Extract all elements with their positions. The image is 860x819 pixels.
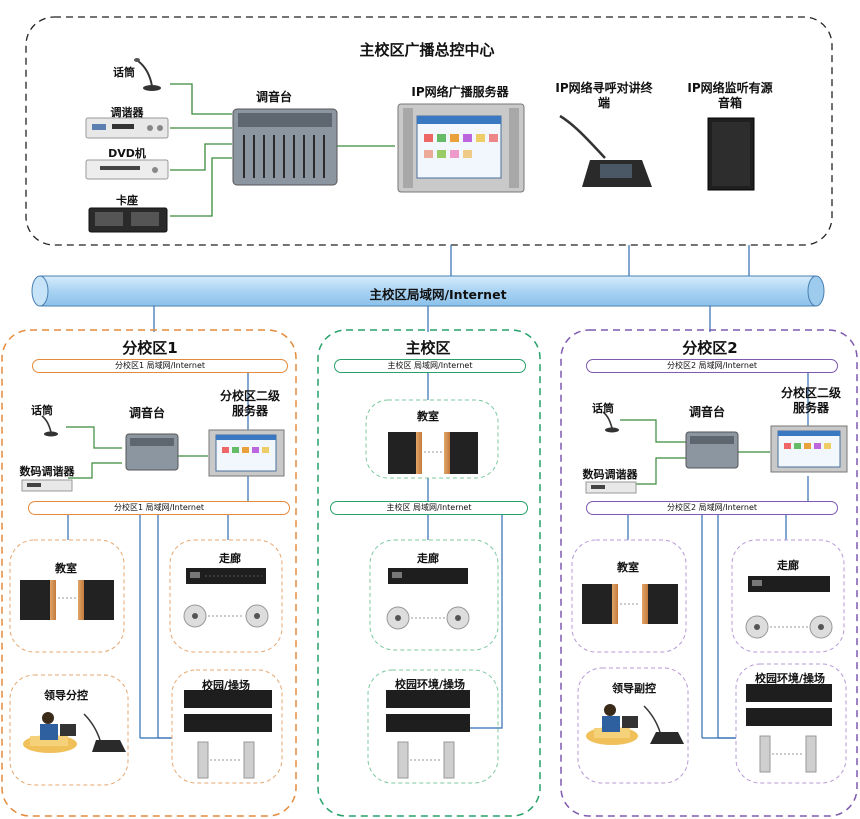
right-tuner-label: 数码调谐器 [582,468,638,481]
left-corridor-label: 走廊 [219,552,241,565]
left-campus-graphics [9,372,285,786]
backbone-label: 主校区局域网/Internet [369,287,507,302]
control-center-title: 主校区广播总控中心 [359,41,495,59]
campus-middle-net1: 主校区 局域网/Internet [334,359,526,373]
monitor-speaker-graphic [707,117,755,191]
campus-left-net1: 分校区1 局域网/Internet [32,359,288,373]
right-corridor-label: 走廊 [777,559,799,572]
right-mic-label: 话筒 [592,402,614,415]
campus-left-net2: 分校区1 局域网/Internet [28,501,290,515]
top-tuner-label: 调谐器 [110,106,144,119]
left-mixer-label: 调音台 [128,406,166,420]
campus-left-frame [1,329,297,817]
tuner-graphic [85,117,169,139]
backbone-tube [31,275,825,307]
middle-corridor-label: 走廊 [417,552,439,565]
campus-right-title: 分校区2 [682,339,738,357]
top-mic-graphic [134,58,161,91]
middle-classroom-label: 教室 [417,410,439,423]
left-leader-label: 领导分控 [44,689,88,702]
top-mixer-label: 调音台 [255,90,293,104]
cassette-graphic [88,207,168,233]
left-playground-label: 校园/操场 [201,679,251,692]
ip-server-label: IP网络广播服务器 [411,85,509,99]
right-classroom-label: 教室 [617,561,639,574]
right-server-label: 分校区二级服务器 [780,386,841,415]
local-wires [170,83,395,217]
campus-right-net2: 分校区2 局域网/Internet [586,501,838,515]
top-cassette-label: 卡座 [116,194,138,207]
left-mic-label: 话筒 [31,404,53,417]
middle-playground-label: 校园环境/操场 [394,678,466,691]
right-playground-label: 校园环境/操场 [754,672,826,685]
dvd-graphic [85,159,169,180]
backbone-drops [153,306,711,332]
left-tuner-label: 数码调谐器 [19,465,75,478]
campus-middle-title: 主校区 [405,339,451,357]
campus-middle-frame [317,329,541,817]
campus-right-frame [560,329,858,817]
campus-left-title: 分校区1 [122,339,178,357]
monitor-speaker-label: IP网络监听有源音箱 [687,81,773,110]
right-campus-graphics [571,372,848,784]
control-center-frame [25,16,833,246]
top-dvd-label: DVD机 [108,147,146,160]
left-server-label: 分校区二级服务器 [219,389,280,418]
campus-middle-net2: 主校区 局域网/Internet [330,501,528,515]
middle-campus-graphics [365,372,503,784]
campus-right-net1: 分校区2 局域网/Internet [586,359,838,373]
center-drops [450,245,750,276]
top-mic-label: 话筒 [113,66,135,79]
top-mixer-graphic [232,108,338,186]
intercom-graphic [559,114,652,187]
right-mixer-label: 调音台 [688,405,726,419]
intercom-label: IP网络寻呼对讲终端 [555,81,653,110]
ip-server-graphic [397,103,525,193]
right-leader-label: 领导副控 [612,682,656,695]
left-classroom-label: 教室 [55,562,77,575]
